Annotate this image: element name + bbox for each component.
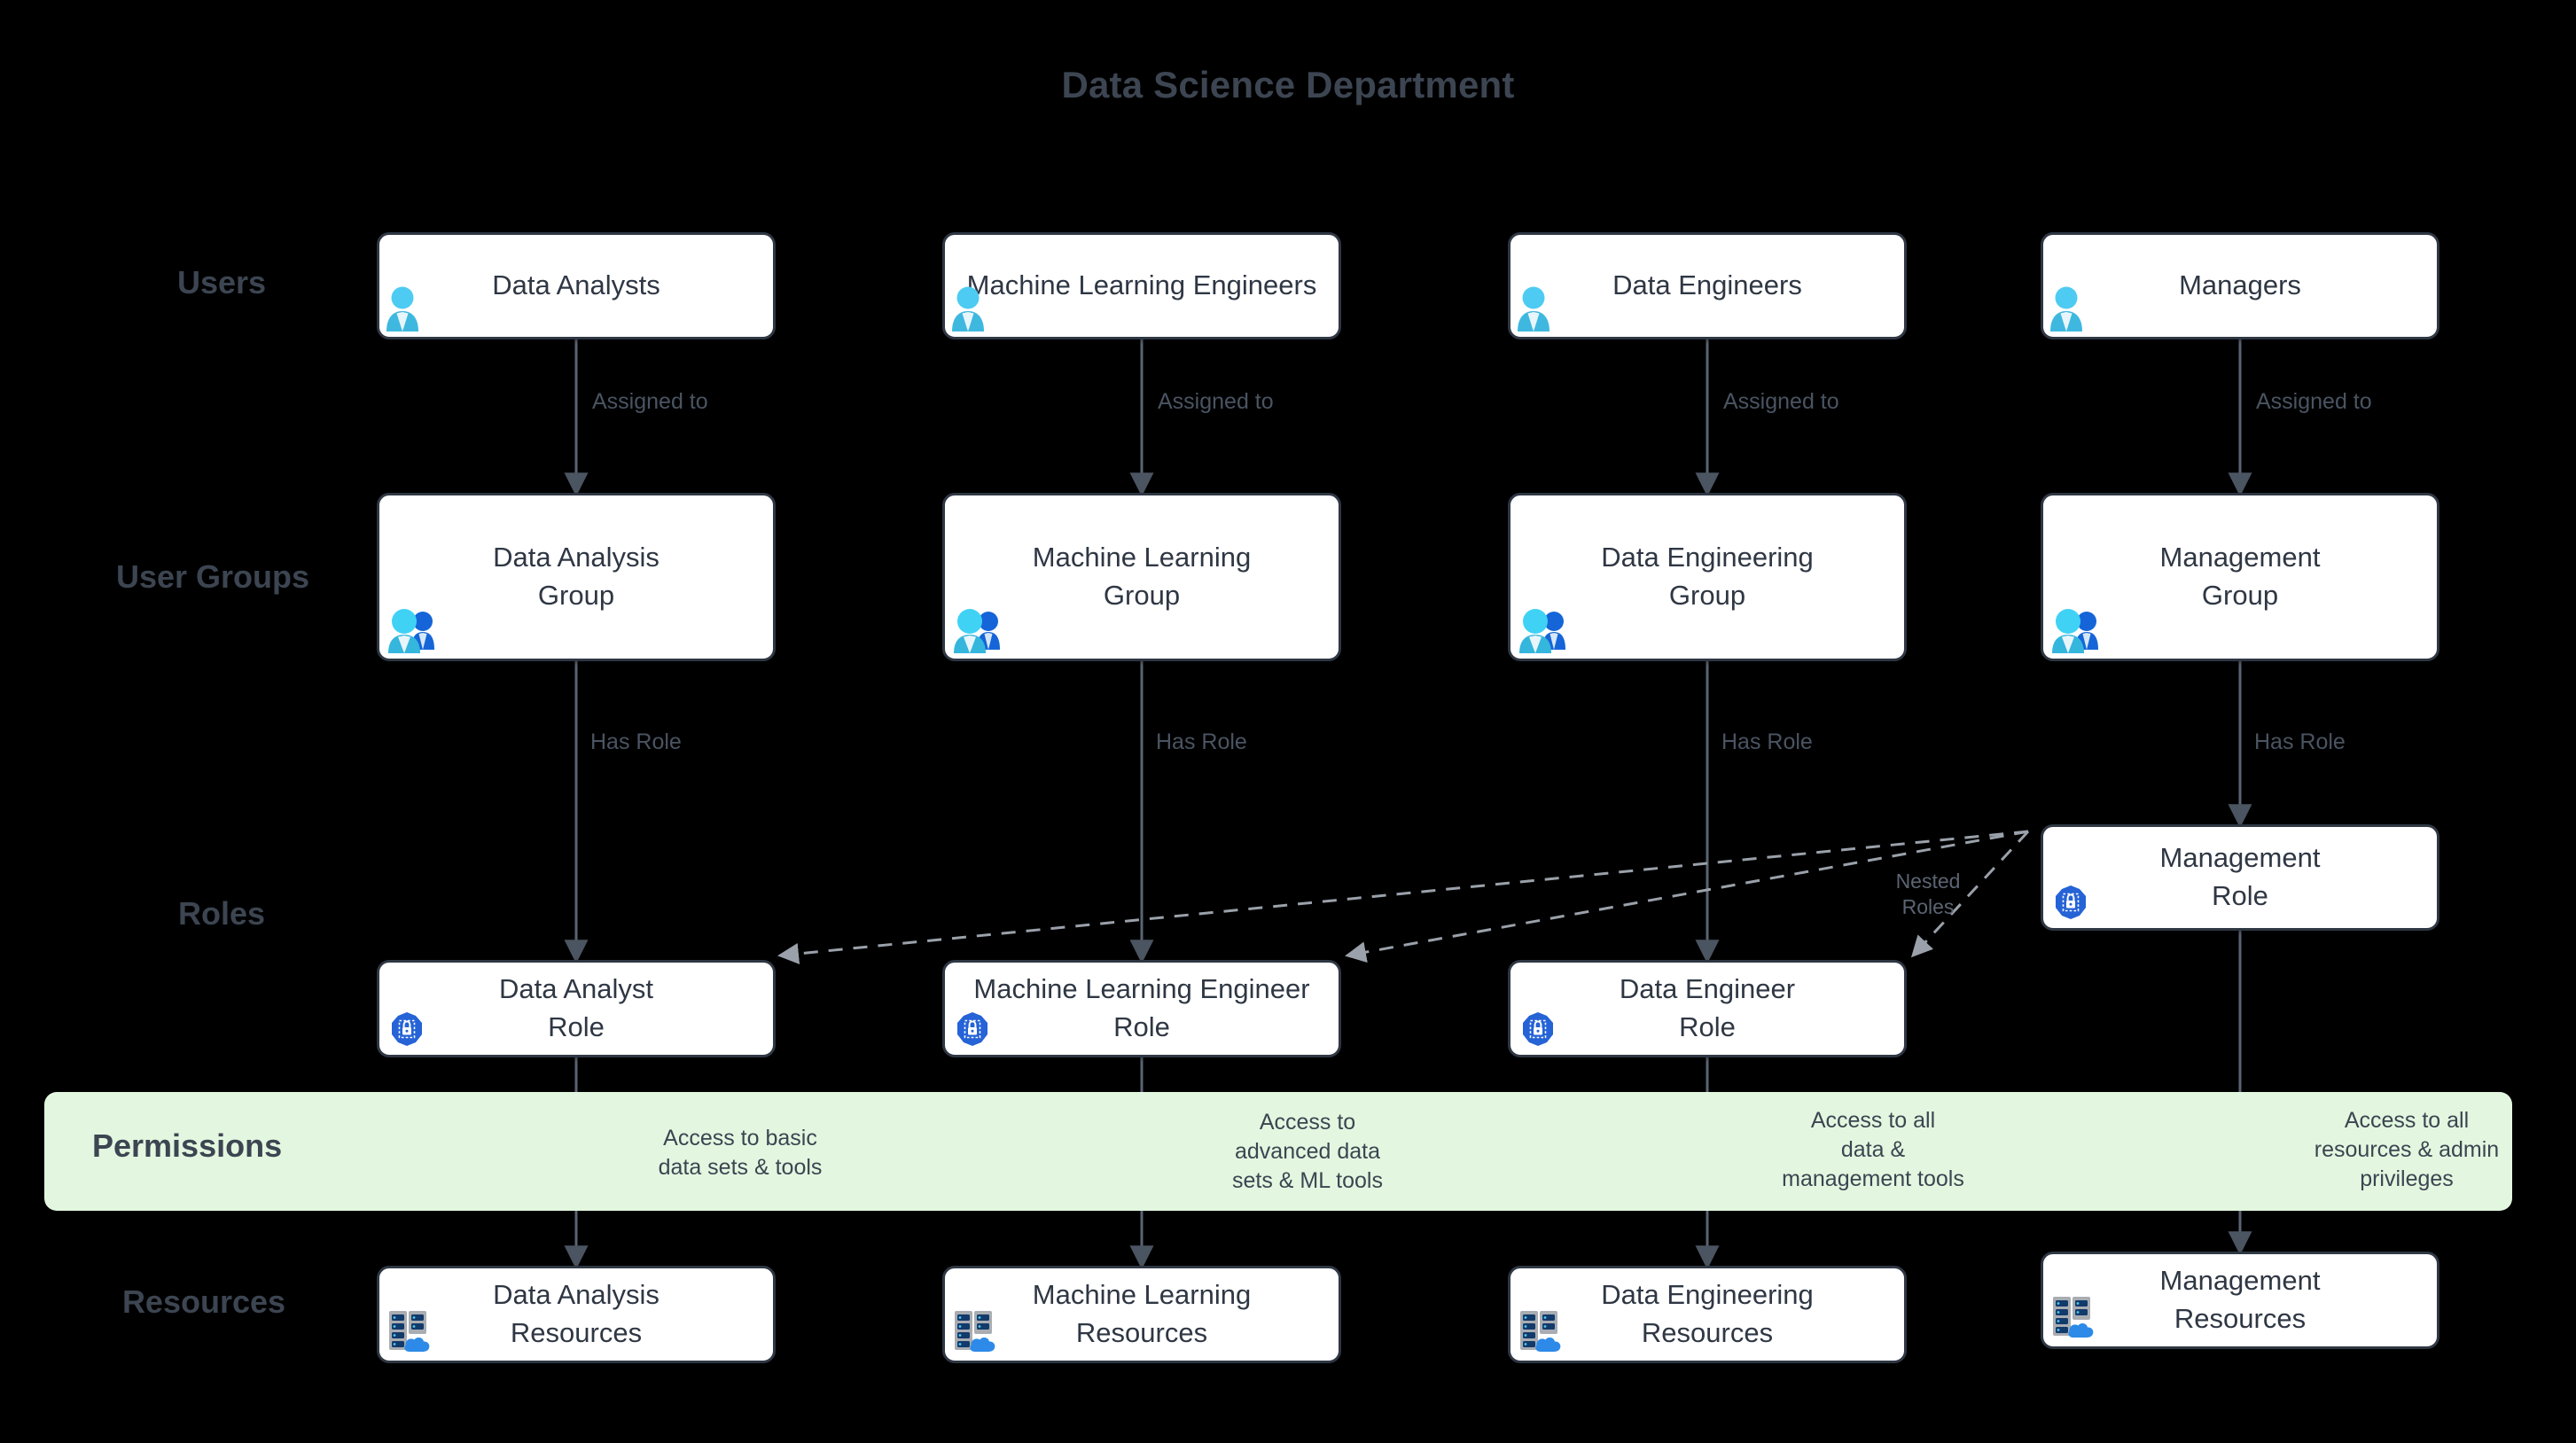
node-role-management[interactable]: Management Role [2041,824,2439,931]
row-label-users: Users [176,264,267,300]
diagram-title: Data Science Department [1061,64,1515,105]
edge-label-nested-roles: Nested Roles [1895,870,1961,918]
edge-label-has-role-1: Has Role [590,729,682,754]
node-resource-data-analysis[interactable]: Data Analysis Resources [377,1266,776,1363]
edge-label-assigned-to-3: Assigned to [1723,389,1839,414]
edge-label-has-role-3: Has Role [1721,729,1813,754]
node-label: Machine Learning Engineer Role [973,973,1310,1042]
node-label: Managers [2179,269,2301,301]
permission-cell-1: Access to basic data sets & tools [658,1126,823,1180]
row-label-user-groups: User Groups [115,558,310,595]
node-role-data-engineer[interactable]: Data Engineer Role [1508,960,1907,1057]
user-icon [2049,285,2084,335]
edge-label-has-role-4: Has Role [2254,729,2346,754]
node-label: Data Engineering Group [1601,542,1814,611]
server-cloud-icon [1518,1306,1567,1355]
role-shield-lock-icon [2052,884,2089,921]
edge-label-assigned-to-4: Assigned to [2256,389,2372,414]
role-shield-lock-icon [388,1010,425,1048]
row-label-resources: Resources [121,1283,286,1320]
node-label: Machine Learning Group [1032,542,1252,611]
node-group-data-engineering[interactable]: Data Engineering Group [1508,493,1907,661]
users-group-icon [1516,602,1571,657]
node-user-data-engineers[interactable]: Data Engineers [1508,232,1907,339]
permission-cell-4: Access to all resources & admin privileg… [2314,1108,2500,1191]
node-user-managers[interactable]: Managers [2041,232,2439,339]
server-cloud-icon [952,1306,1002,1355]
node-resource-data-engineering[interactable]: Data Engineering Resources [1508,1266,1907,1363]
edge-nested-role-to-data-analyst [777,830,2029,964]
node-label: Management Role [2159,842,2321,911]
row-label-permissions: Permissions [92,1127,283,1164]
user-icon [1516,285,1551,335]
node-user-machine-learning-engineers[interactable]: Machine Learning Engineers [942,232,1341,339]
node-label: Data Engineers [1612,269,1802,301]
permission-cell-3: Access to all data & management tools [1782,1108,1964,1191]
node-label: Data Engineer Role [1619,973,1796,1042]
server-cloud-icon [386,1306,436,1355]
users-group-icon [950,602,1005,657]
node-role-machine-learning-engineer[interactable]: Machine Learning Engineer Role [942,960,1341,1057]
node-resource-management[interactable]: Management Resources [2041,1252,2439,1349]
node-group-data-analysis[interactable]: Data Analysis Group [377,493,776,661]
edge-label-assigned-to-2: Assigned to [1158,389,1274,414]
role-shield-lock-icon [954,1010,991,1048]
row-label-roles: Roles [177,895,266,932]
role-shield-lock-icon [1519,1010,1557,1048]
node-resource-machine-learning[interactable]: Machine Learning Resources [942,1266,1341,1363]
node-label: Machine Learning Resources [1032,1279,1252,1348]
node-label: Management Group [2159,542,2321,611]
server-cloud-icon [2050,1291,2100,1341]
edge-label-assigned-to-1: Assigned to [592,389,708,414]
node-group-machine-learning[interactable]: Machine Learning Group [942,493,1341,661]
users-group-icon [2049,602,2104,657]
permissions-band [44,1092,2512,1211]
node-label: Data Analysis Resources [493,1279,660,1348]
node-label: Data Analyst Role [498,973,654,1042]
user-icon [385,285,420,335]
node-label: Data Engineering Resources [1601,1279,1814,1348]
node-group-management[interactable]: Management Group [2041,493,2439,661]
node-label: Machine Learning Engineers [966,269,1317,301]
users-group-icon [385,602,440,657]
permission-cell-2: Access to advanced data sets & ML tools [1232,1110,1383,1193]
node-user-data-analysts[interactable]: Data Analysts [377,232,776,339]
node-label: Data Analysts [492,269,660,301]
node-label: Management Resources [2159,1265,2321,1334]
node-role-data-analyst[interactable]: Data Analyst Role [377,960,776,1057]
edge-label-has-role-2: Has Role [1156,729,1247,754]
user-icon [950,285,986,335]
node-label: Data Analysis Group [493,542,660,611]
